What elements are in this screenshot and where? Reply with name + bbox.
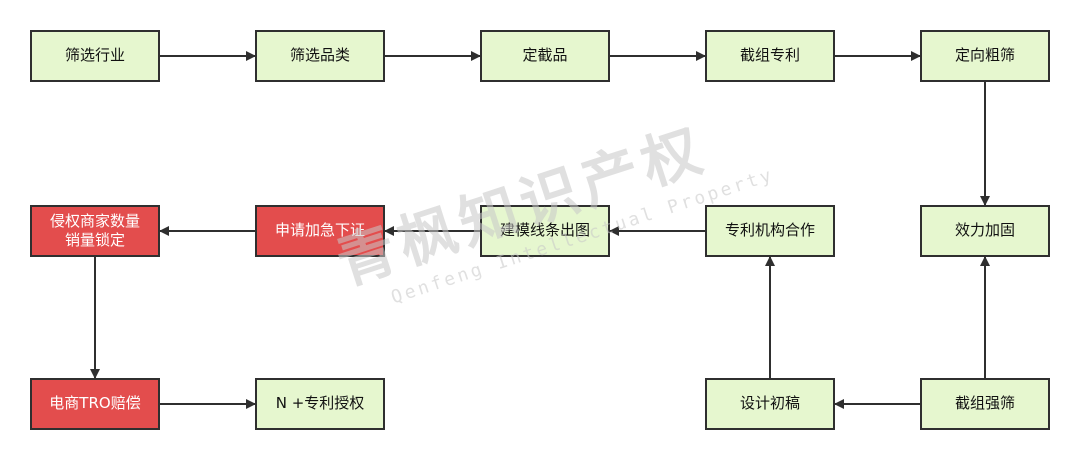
flow-node-n8: 设计初稿 bbox=[705, 378, 835, 430]
flow-node-n6: 效力加固 bbox=[920, 205, 1050, 257]
flow-node-n5: 定向粗筛 bbox=[920, 30, 1050, 82]
flow-node-n4: 截组专利 bbox=[705, 30, 835, 82]
flow-node-n13: 电商TRO赔偿 bbox=[30, 378, 160, 430]
flow-node-n7: 截组强筛 bbox=[920, 378, 1050, 430]
flow-node-n3: 定截品 bbox=[480, 30, 610, 82]
flow-node-n2: 筛选品类 bbox=[255, 30, 385, 82]
flow-node-n12: 侵权商家数量 销量锁定 bbox=[30, 205, 160, 257]
flow-node-n9: 专利机构合作 bbox=[705, 205, 835, 257]
flow-node-n10: 建模线条出图 bbox=[480, 205, 610, 257]
flow-node-n11: 申请加急下证 bbox=[255, 205, 385, 257]
flow-node-n14: N +专利授权 bbox=[255, 378, 385, 430]
flow-node-n1: 筛选行业 bbox=[30, 30, 160, 82]
